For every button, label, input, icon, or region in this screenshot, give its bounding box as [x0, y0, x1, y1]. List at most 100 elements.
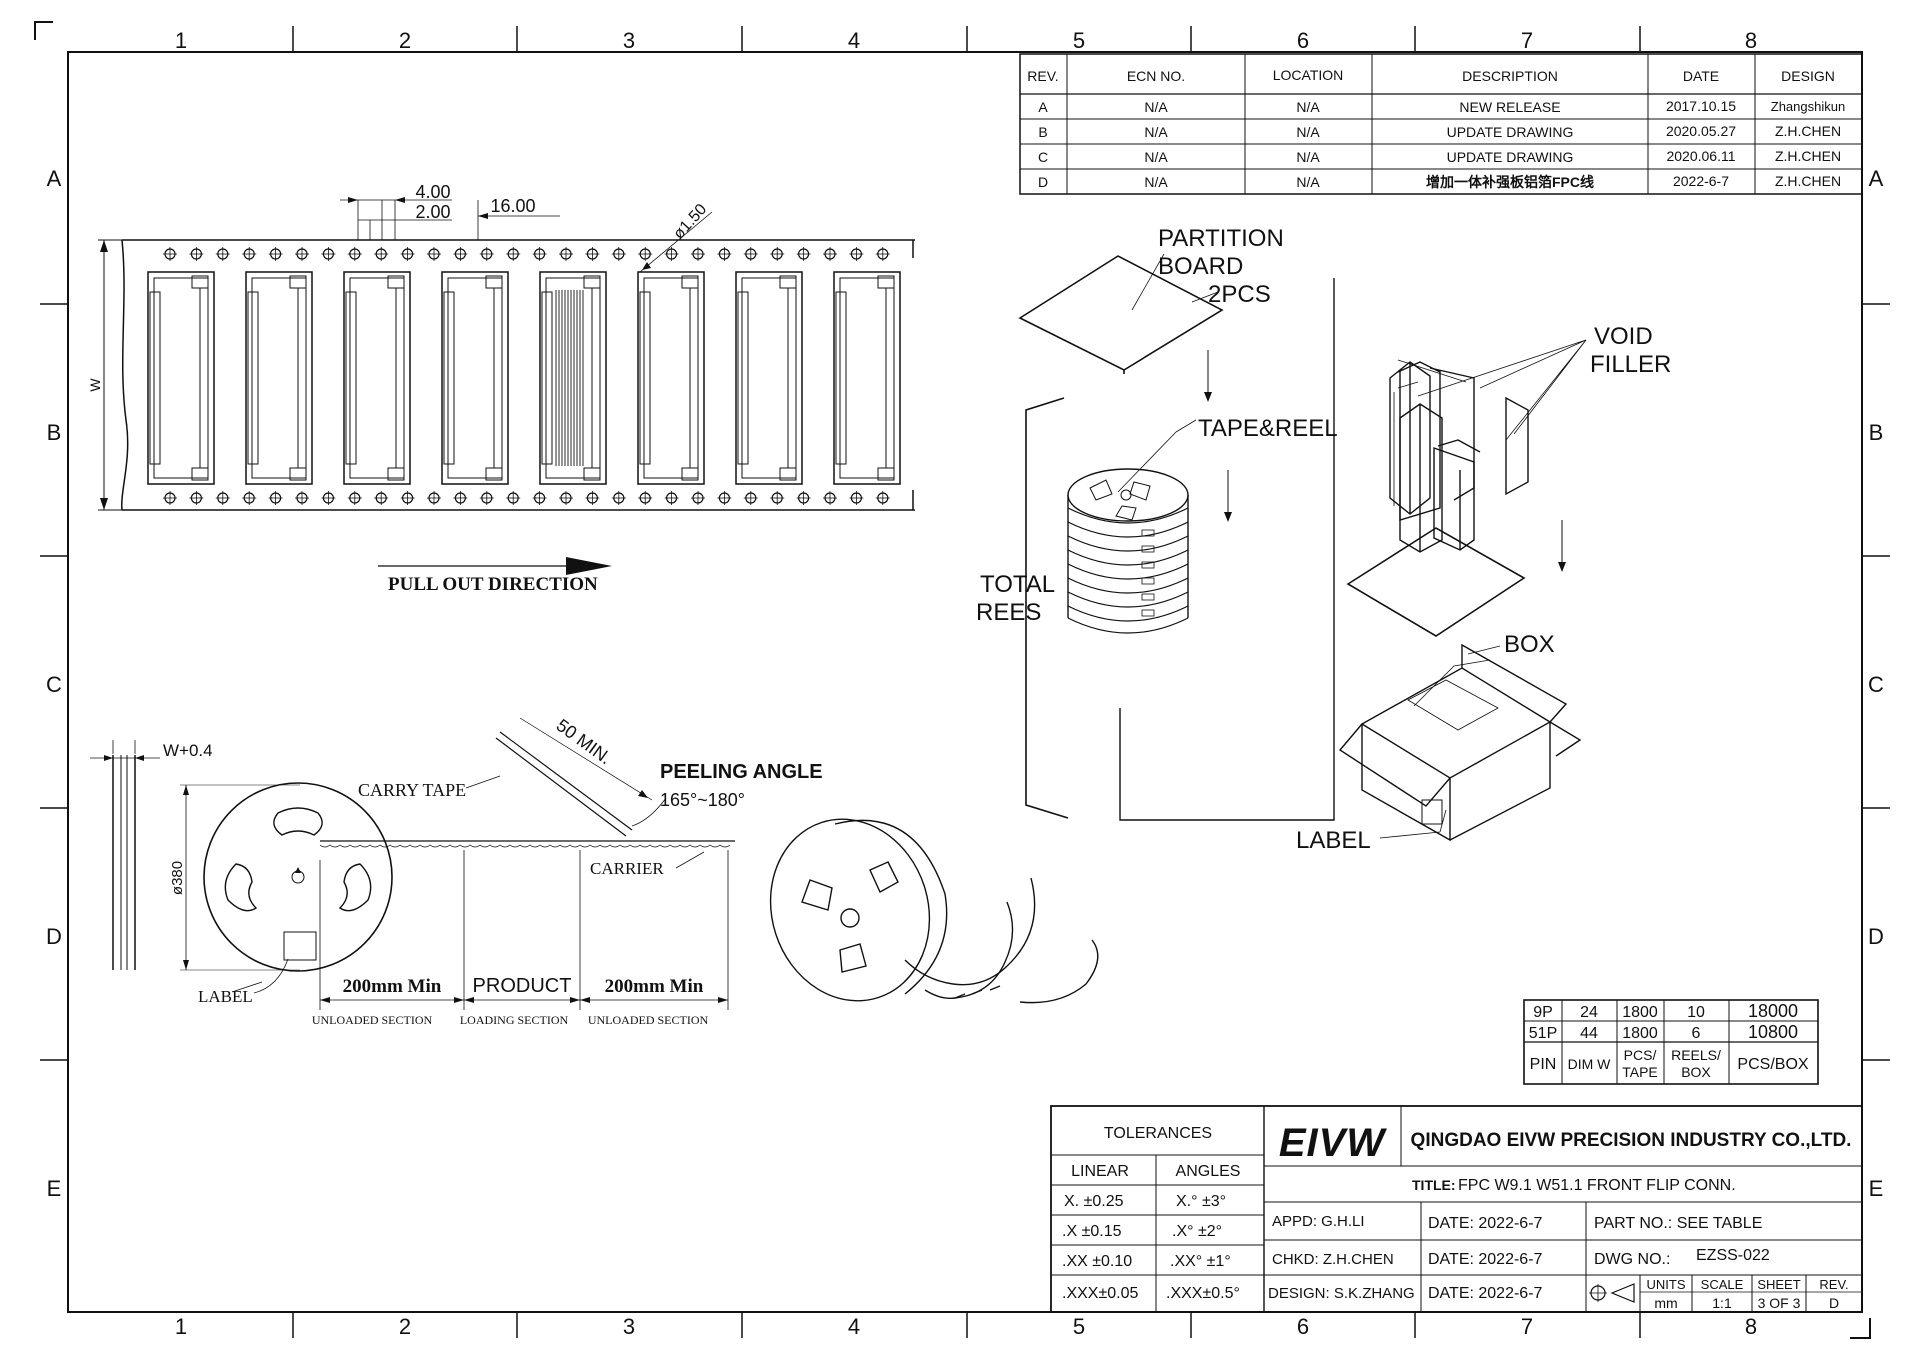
sprocket-holes-bottom [163, 491, 890, 505]
rev-header-date: DATE [1683, 68, 1719, 84]
tape-pocket [833, 271, 901, 485]
zone-col-3-top: 3 [623, 28, 635, 53]
zone-row-d-left: D [46, 924, 62, 949]
rev-header-description: DESCRIPTION [1462, 68, 1558, 84]
rev-row-c-design: Z.H.CHEN [1775, 148, 1841, 164]
zone-col-1-top: 1 [175, 28, 187, 53]
rev-row-a-design: Zhangshikun [1771, 99, 1845, 114]
tol-angle-1: .X° ±2° [1172, 1223, 1222, 1240]
tape-reel-label: TAPE&REEL [1198, 415, 1338, 442]
qty-row-9p-pcs-tape: 1800 [1622, 1004, 1658, 1021]
qty-header-pcs-tape-2: TAPE [1622, 1064, 1658, 1080]
qty-row-51p-pcs-box: 10800 [1748, 1022, 1798, 1042]
sheet-value: 3 OF 3 [1758, 1295, 1801, 1311]
rev-row-a-location: N/A [1296, 99, 1320, 115]
zone-col-4-top: 4 [848, 28, 860, 53]
zone-row-e-right: E [1869, 1176, 1884, 1201]
zone-col-8-bottom: 8 [1745, 1314, 1757, 1339]
carry-tape-label: CARRY TAPE [358, 780, 466, 800]
tol-linear-0: X. ±0.25 [1064, 1193, 1124, 1210]
zone-row-b-right: B [1869, 420, 1884, 445]
section-right-caption: UNLOADED SECTION [588, 1013, 709, 1027]
rev-row-c-date: 2020.06.11 [1666, 148, 1735, 164]
zone-col-5-top: 5 [1073, 28, 1085, 53]
carrier-tape-view [98, 197, 915, 575]
rev-row-c-description: UPDATE DRAWING [1447, 149, 1574, 165]
company-name: QINGDAO EIVW PRECISION INDUSTRY CO.,LTD. [1411, 1130, 1852, 1151]
pull-out-direction: PULL OUT DIRECTION [388, 574, 598, 595]
rev-row-a-rev: A [1038, 99, 1048, 115]
corner-mark-top-left [34, 21, 53, 40]
tol-linear-header: LINEAR [1071, 1163, 1129, 1180]
zone-ticks [40, 26, 1890, 1338]
rev-row-b-design: Z.H.CHEN [1775, 123, 1841, 139]
rev-row-c-ecn: N/A [1144, 149, 1168, 165]
designed-by: DESIGN: S.K.ZHANG [1268, 1285, 1415, 1302]
qty-row-51p-pcs-tape: 1800 [1622, 1025, 1658, 1042]
rev-header-location: LOCATION [1273, 67, 1344, 83]
packing-label-label: LABEL [1296, 827, 1371, 854]
qty-header-reels-box-2: BOX [1681, 1064, 1711, 1080]
zone-col-1-bottom: 1 [175, 1314, 187, 1339]
partition-qty: 2PCS [1208, 281, 1271, 308]
tolerances-title: TOLERANCES [1104, 1125, 1212, 1142]
units-value: mm [1654, 1295, 1677, 1311]
carrier-label: CARRIER [590, 859, 664, 878]
title-label: TITLE: [1412, 1177, 1456, 1193]
reel-isometric-view [769, 818, 1099, 1004]
qty-row-51p-reels-box: 6 [1692, 1025, 1701, 1042]
tol-angles-header: ANGLES [1176, 1163, 1241, 1180]
section-mid-caption: LOADING SECTION [460, 1013, 569, 1027]
dim-pitch-16: 16.00 [490, 196, 535, 216]
dwg-no-label: DWG NO.: [1594, 1251, 1670, 1268]
scale-value: 1:1 [1712, 1295, 1732, 1311]
dim-pitch-2: 2.00 [415, 202, 450, 222]
qty-header-dim-w: DIM W [1568, 1056, 1612, 1072]
qty-row-9p-pin: 9P [1533, 1004, 1553, 1021]
zone-row-d-right: D [1868, 924, 1884, 949]
zone-col-7-bottom: 7 [1521, 1314, 1533, 1339]
scale-label: SCALE [1701, 1277, 1744, 1292]
tape-pocket [539, 271, 607, 485]
title-block [1050, 1105, 1863, 1313]
tape-pocket [147, 271, 215, 485]
partition-label-1: PARTITION [1158, 225, 1284, 252]
company-logo: EIVW [1279, 1121, 1387, 1165]
qty-row-9p-pcs-box: 18000 [1748, 1001, 1798, 1021]
rev-label: REV. [1819, 1277, 1848, 1292]
zone-row-b-left: B [47, 420, 62, 445]
dim-tape-width: W [87, 378, 103, 392]
checked-by: CHKD: Z.H.CHEN [1272, 1251, 1394, 1268]
tol-angle-3: .XXX±0.5° [1166, 1285, 1240, 1302]
qty-header-pin: PIN [1530, 1056, 1557, 1073]
zone-row-a-left: A [47, 166, 62, 191]
partition-label-2: BOARD [1158, 253, 1243, 280]
zone-col-6-bottom: 6 [1297, 1314, 1309, 1339]
peeling-angle-value: 165°~180° [660, 790, 745, 810]
tol-linear-2: .XX ±0.10 [1062, 1253, 1132, 1270]
qty-header-reels-box-1: REELS/ [1671, 1047, 1721, 1063]
date-checked: DATE: 2022-6-7 [1428, 1251, 1543, 1268]
rev-row-b-date: 2020.05.27 [1666, 123, 1736, 139]
dim-reel-diameter: ø380 [169, 861, 186, 895]
sheet-label: SHEET [1757, 1277, 1800, 1292]
qty-row-9p-w: 24 [1580, 1004, 1598, 1021]
rev-row-b-ecn: N/A [1144, 124, 1168, 140]
rev-row-d-ecn: N/A [1144, 174, 1168, 190]
tol-angle-2: .XX° ±1° [1170, 1253, 1231, 1270]
tol-linear-1: .X ±0.15 [1062, 1223, 1122, 1240]
qty-row-9p-reels-box: 10 [1687, 1004, 1705, 1021]
qty-row-51p-pin: 51P [1529, 1025, 1557, 1042]
total-reels-label-1: TOTAL [980, 571, 1055, 598]
dwg-no-value: EZSS-022 [1696, 1247, 1770, 1264]
rev-row-d-description: 增加一体补强板铝箔FPC线 [1426, 174, 1594, 190]
peeling-angle-title: PEELING ANGLE [660, 761, 823, 783]
date-approved: DATE: 2022-6-7 [1428, 1215, 1543, 1232]
units-label: UNITS [1647, 1277, 1686, 1292]
rev-header-design: DESIGN [1781, 68, 1835, 84]
tol-linear-3: .XXX±0.05 [1062, 1285, 1138, 1302]
rev-row-d-location: N/A [1296, 174, 1320, 190]
qty-header-pcs-box: PCS/BOX [1737, 1056, 1808, 1073]
dim-min-length: 50 MIN. [553, 715, 616, 768]
total-reels-label-2: REES [976, 599, 1041, 626]
